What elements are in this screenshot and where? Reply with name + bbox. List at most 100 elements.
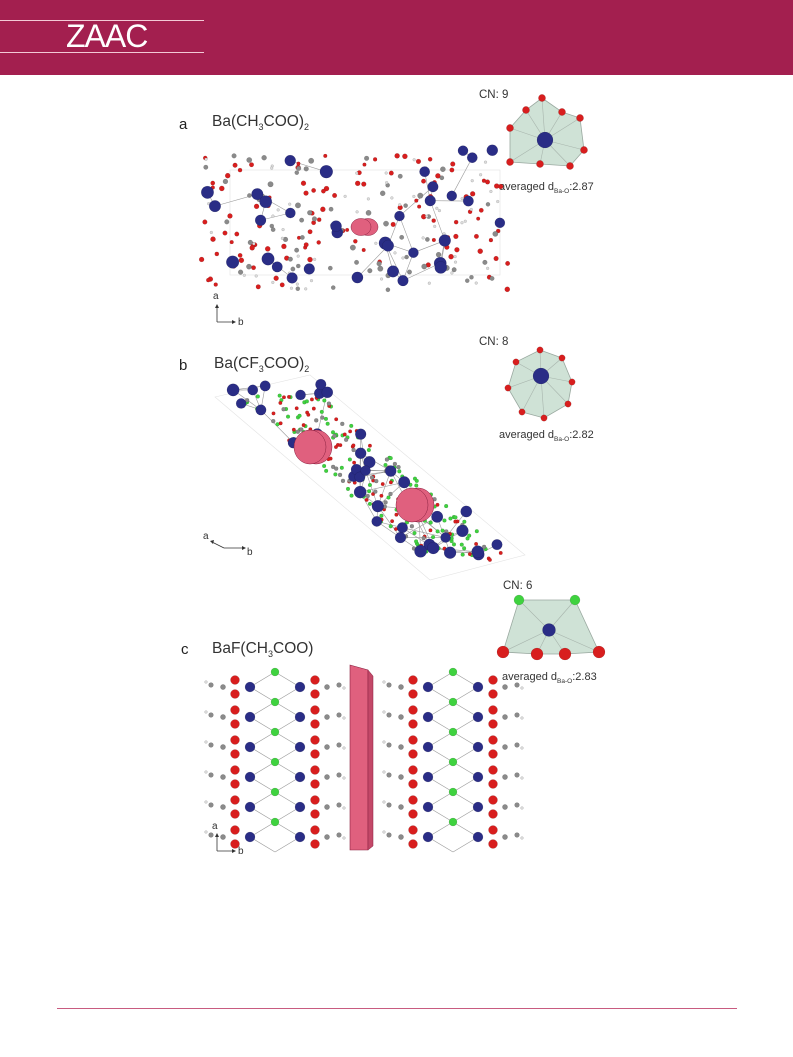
oxygen-atom (230, 839, 240, 849)
carbon-atom (296, 263, 301, 269)
hydrogen-atom (460, 196, 464, 201)
hydrogen-atom (520, 806, 524, 810)
panel-c-formula: BaF(CH3COO) (212, 640, 314, 660)
carbon-atom (514, 712, 520, 718)
coordination-polyhedron-face (509, 97, 585, 167)
hydrogen-atom (463, 219, 467, 223)
hydrogen-atom (374, 241, 378, 245)
fluorine-atom (322, 398, 327, 403)
oxygen-atom (310, 765, 320, 775)
fluorine-atom (397, 469, 402, 474)
carbon-atom (287, 256, 293, 262)
carbon-atom (295, 429, 301, 434)
oxygen-atom (310, 749, 320, 759)
hydrogen-atom (342, 686, 346, 690)
fluorine-atom (347, 457, 352, 462)
carbon-atom (385, 287, 391, 293)
carbon-atom (365, 209, 372, 216)
hydrogen-atom (520, 686, 524, 690)
journal-logo: ZAAC (66, 18, 148, 54)
carbon-atom (299, 427, 304, 432)
carbon-atom (203, 164, 209, 170)
barium-atom (244, 801, 256, 813)
oxygen-atom (230, 825, 240, 835)
hydrogen-atom (412, 194, 416, 199)
carbon-atom (376, 261, 382, 267)
oxygen-atom (421, 178, 427, 184)
oxygen-atom (202, 219, 208, 225)
panel-b-averaged-distance: averaged dBa-O:2.82 (499, 429, 594, 444)
oxygen-atom (345, 227, 350, 232)
oxygen-atom (467, 552, 472, 557)
panel-c-cn: CN: 6 (503, 580, 533, 592)
carbon-atom (320, 415, 325, 420)
hydrogen-atom (204, 800, 208, 804)
fluorine-atom (270, 817, 280, 827)
fluorine-atom (453, 515, 458, 520)
fluorine-atom (414, 483, 419, 488)
carbon-atom (246, 157, 253, 163)
oxygen-atom (488, 719, 498, 729)
bond-line (399, 215, 414, 253)
hydrogen-atom (204, 740, 208, 744)
barium-atom (438, 234, 451, 247)
oxygen-atom (320, 206, 326, 213)
carbon-atom (439, 175, 445, 181)
oxygen-atom (473, 233, 479, 239)
carbon-atom (386, 772, 392, 778)
carbon-atom (294, 170, 300, 175)
barium-atom (259, 380, 271, 392)
barium-atom (434, 261, 448, 274)
carbon-atom (299, 217, 305, 223)
oxygen-atom (428, 528, 433, 533)
barium-atom (460, 505, 473, 518)
oxygen-atom (362, 162, 367, 167)
fluorine-atom (349, 423, 354, 428)
hydrogen-atom (342, 806, 346, 810)
hydrogen-atom (382, 770, 386, 774)
oxygen-atom (255, 284, 261, 290)
oxygen-atom (564, 400, 572, 408)
hydrogen-atom (412, 158, 416, 162)
carbon-atom (296, 165, 302, 171)
hydrogen-atom (295, 282, 299, 286)
hydrogen-atom (520, 836, 524, 840)
carbon-atom (514, 802, 520, 808)
oxygen-atom (311, 188, 317, 193)
bond-line (357, 245, 389, 278)
oxygen-atom (307, 229, 313, 235)
oxygen-atom (222, 230, 228, 236)
barium-atom (422, 801, 434, 813)
carbon-atom (337, 472, 343, 478)
carbon-atom (324, 684, 330, 690)
barium-atom (440, 532, 451, 543)
bond-line (518, 599, 550, 631)
oxygen-atom (453, 519, 458, 524)
carbon-atom (417, 192, 424, 199)
hydrogen-atom (421, 236, 425, 240)
fluorine-atom (304, 399, 309, 404)
oxygen-atom (488, 809, 498, 819)
carbon-atom (514, 832, 520, 838)
carbon-atom (330, 285, 336, 290)
hydrogen-atom (489, 189, 493, 194)
barium-atom (294, 801, 306, 813)
oxygen-atom (408, 839, 418, 849)
footer-rule (57, 1008, 737, 1009)
fluorine-atom (467, 533, 472, 538)
barium-atom (371, 516, 383, 527)
oxygen-atom (316, 240, 321, 245)
carbon-atom (386, 682, 392, 688)
barium-atom (542, 623, 556, 637)
hydrogen-atom (342, 836, 346, 840)
oxygen-atom (264, 246, 271, 252)
carbon-atom (398, 774, 404, 780)
oxygen-atom (281, 395, 286, 400)
carbon-atom (328, 206, 334, 212)
oxygen-atom (580, 146, 588, 154)
barium-atom (472, 711, 484, 723)
hydrogen-atom (204, 157, 208, 161)
barium-atom (422, 771, 434, 783)
panel-c-axis-a: a (212, 821, 218, 832)
oxygen-atom (361, 247, 366, 253)
